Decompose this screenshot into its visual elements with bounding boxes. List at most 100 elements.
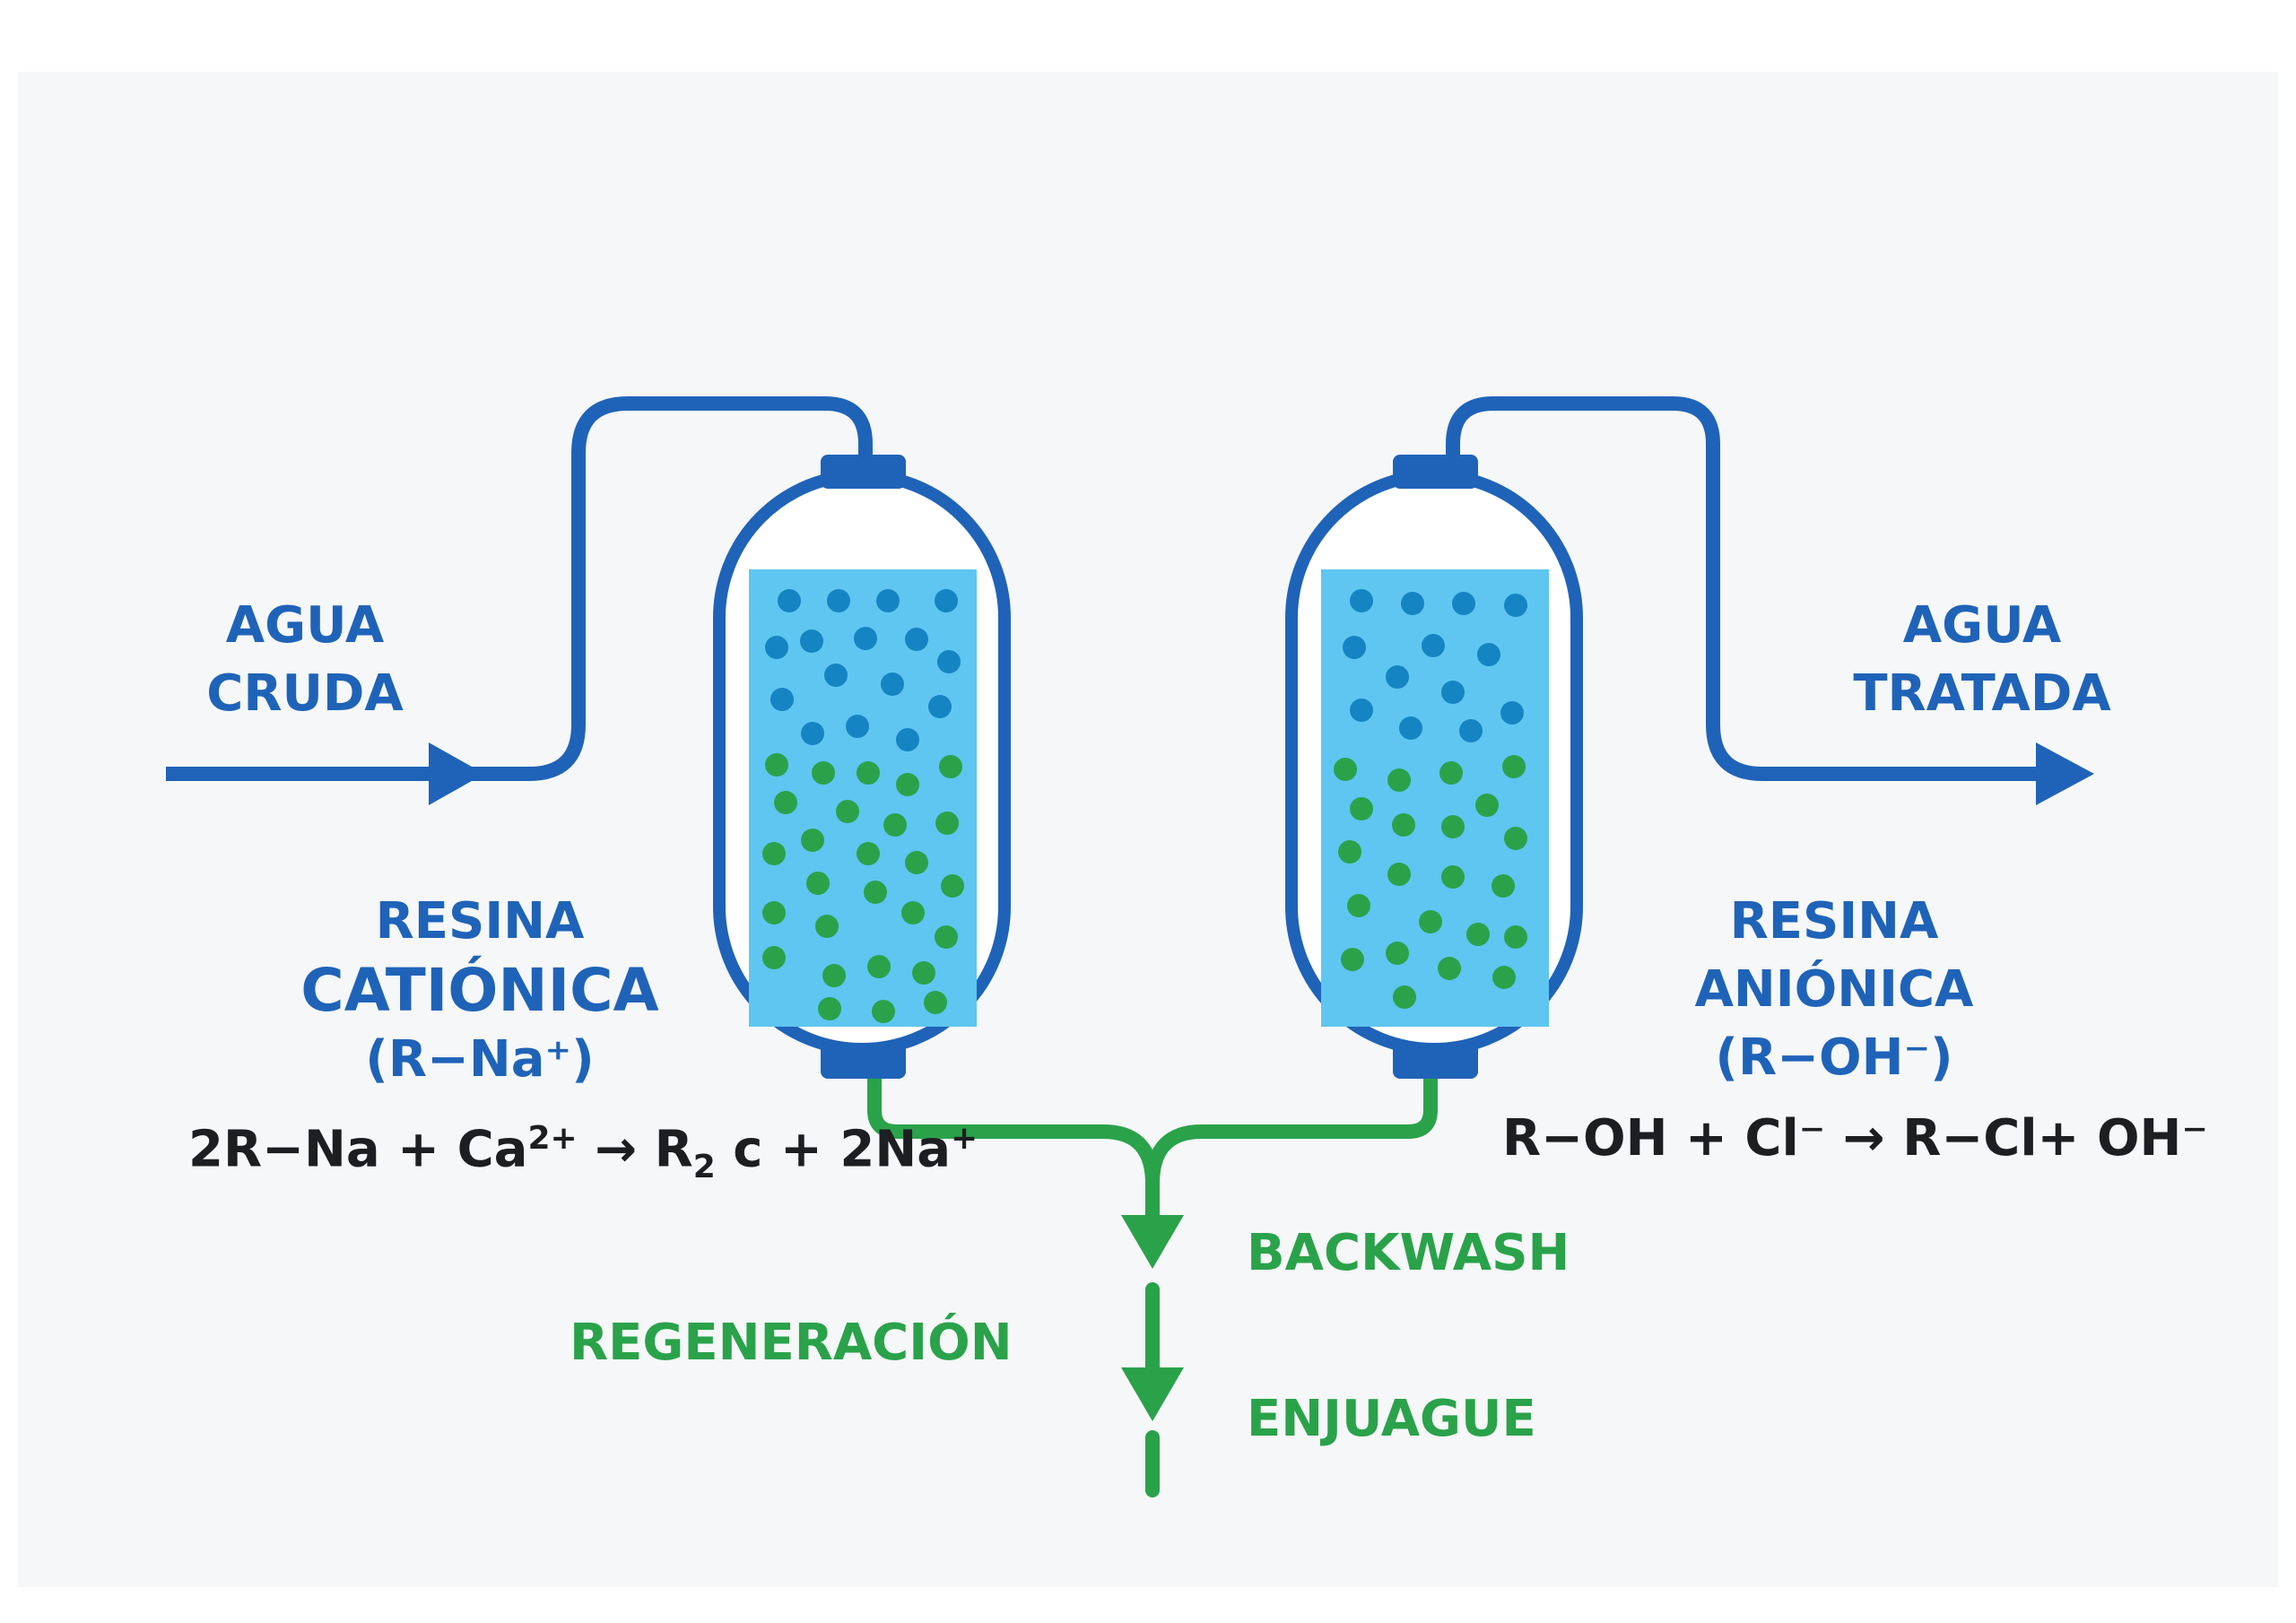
anion-resin-bead [1386,942,1409,965]
outlet-label: AGUA TRATADA [1848,592,2117,728]
cation-resin-bead [806,872,830,895]
anion-resin-bead [1334,758,1357,781]
cation-resin-label: RESINA CATIÓNICA (R−Na⁺) [296,888,664,1094]
cation-bottom-cap [821,1043,906,1079]
cation-resin-bead [928,695,952,718]
cation-equation-sub-b: 2 [692,1148,716,1185]
anion-resin-label: RESINA ANIÓNICA (R−OH⁻) [1668,888,2000,1092]
cation-resin-bead [896,728,919,751]
anion-resin-bead [1475,794,1499,817]
cation-resin-bead [836,800,859,823]
cation-resin-bead [812,761,835,785]
inlet-label: AGUA CRUDA [193,592,417,728]
cation-resin-bead [896,773,919,796]
anion-resin-bead [1350,589,1373,612]
anion-equation: R−OH + Cl⁻ → R−Cl+ OH⁻ [1502,1109,2208,1167]
cation-column [713,455,1011,1079]
anion-resin-bead [1338,840,1361,864]
anion-resin-bead [1466,923,1490,946]
anion-resin-bead [1419,910,1442,933]
cation-resin-bead [801,829,824,852]
anion-resin-bead [1439,761,1463,785]
anion-resin-bead [1504,925,1527,949]
cation-resin-bead [905,851,928,874]
anion-resin-bead [1441,865,1465,889]
cation-resin-bead [937,650,961,673]
outlet-label-line1: AGUA [1902,596,2062,655]
cation-resin-bead [824,664,848,687]
cation-resin-bead [827,589,850,612]
cation-resin-bead [854,627,877,650]
anion-resin-bead [1392,813,1415,837]
cation-resin-bead [876,589,900,612]
cation-line1: RESINA [375,892,585,950]
cation-line2: CATIÓNICA [300,956,659,1025]
anion-resin-bead [1441,815,1465,838]
anion-resin-bead [1441,681,1465,704]
cation-formula: (R−Na⁺) [365,1030,595,1089]
regeneration-arrow-icon [1121,1367,1184,1421]
cation-resin-bead [822,964,846,987]
anion-resin-bead [1343,636,1366,659]
cation-top-cap [821,455,906,489]
cation-resin-bead [924,991,947,1014]
anion-resin-bead [1399,716,1422,740]
anion-resin-bead [1387,863,1411,886]
cation-resin-bead [901,901,925,924]
anion-resin-bead [1350,699,1373,722]
anion-top-cap [1393,455,1478,489]
cation-resin-bead [941,874,964,898]
outlet-arrow-icon [2036,742,2094,805]
anion-resin-bead [1504,594,1527,617]
inlet-pipe [166,396,873,781]
anion-resin-bead [1350,797,1373,820]
anion-resin-bead [1438,957,1461,980]
anion-resin-bead [1347,894,1370,917]
anion-bottom-cap [1393,1043,1478,1079]
backwash-label: BACKWASH [1247,1224,1570,1282]
cation-resin-bead [912,961,935,985]
cation-resin-bead [935,925,958,949]
cation-equation-part-c: c + 2Na [733,1120,952,1179]
anion-resin-bead [1500,701,1524,725]
cation-resin-bead [867,955,891,978]
inlet-label-line1: AGUA [225,596,385,655]
cation-resin-bead [774,791,797,814]
cation-equation-part-a: 2R−Na + Ca [188,1120,528,1179]
cation-equation: 2R−Na + Ca2+ → R2 c + 2Na+ [188,1107,978,1199]
cation-resin-bead [778,589,801,612]
cation-resin-bead [935,589,958,612]
cation-resin-bead [762,842,786,865]
cation-resin-bead [905,628,928,651]
anion-resin-bead [1387,768,1411,792]
anion-resin-bead [1492,874,1515,898]
anion-resin-bead [1492,966,1516,989]
cation-resin-bead [815,915,839,938]
cation-resin-bead [872,1000,895,1023]
anion-resin-bead [1459,719,1483,742]
cation-resin-bead [935,812,959,835]
cation-resin-bead [883,813,907,837]
anion-line2: ANIÓNICA [1694,960,1974,1019]
cation-resin-bead [857,842,880,865]
anion-resin-bead [1386,665,1409,689]
cation-equation-sup-a: 2+ [527,1120,578,1157]
anion-resin-bead [1341,948,1364,971]
cation-resin-bead [857,761,880,785]
cation-resin-bead [846,715,869,738]
cation-resin-bead [770,688,794,711]
rinse-label: ENJUAGUE [1247,1390,1536,1448]
anion-resin-bead [1502,755,1526,778]
cation-equation-part-b: → R [595,1120,693,1179]
cation-resin-bead [939,755,962,778]
cation-equation-sup-c: + [951,1120,978,1157]
cation-resin-bead [762,946,786,969]
anion-line1: RESINA [1729,892,1939,950]
drain-pipe-right [1145,1079,1438,1185]
anion-column [1285,455,1583,1079]
anion-resin-bead [1477,643,1500,666]
inlet-arrow-icon [429,742,484,805]
outlet-pipe [1446,396,2049,781]
